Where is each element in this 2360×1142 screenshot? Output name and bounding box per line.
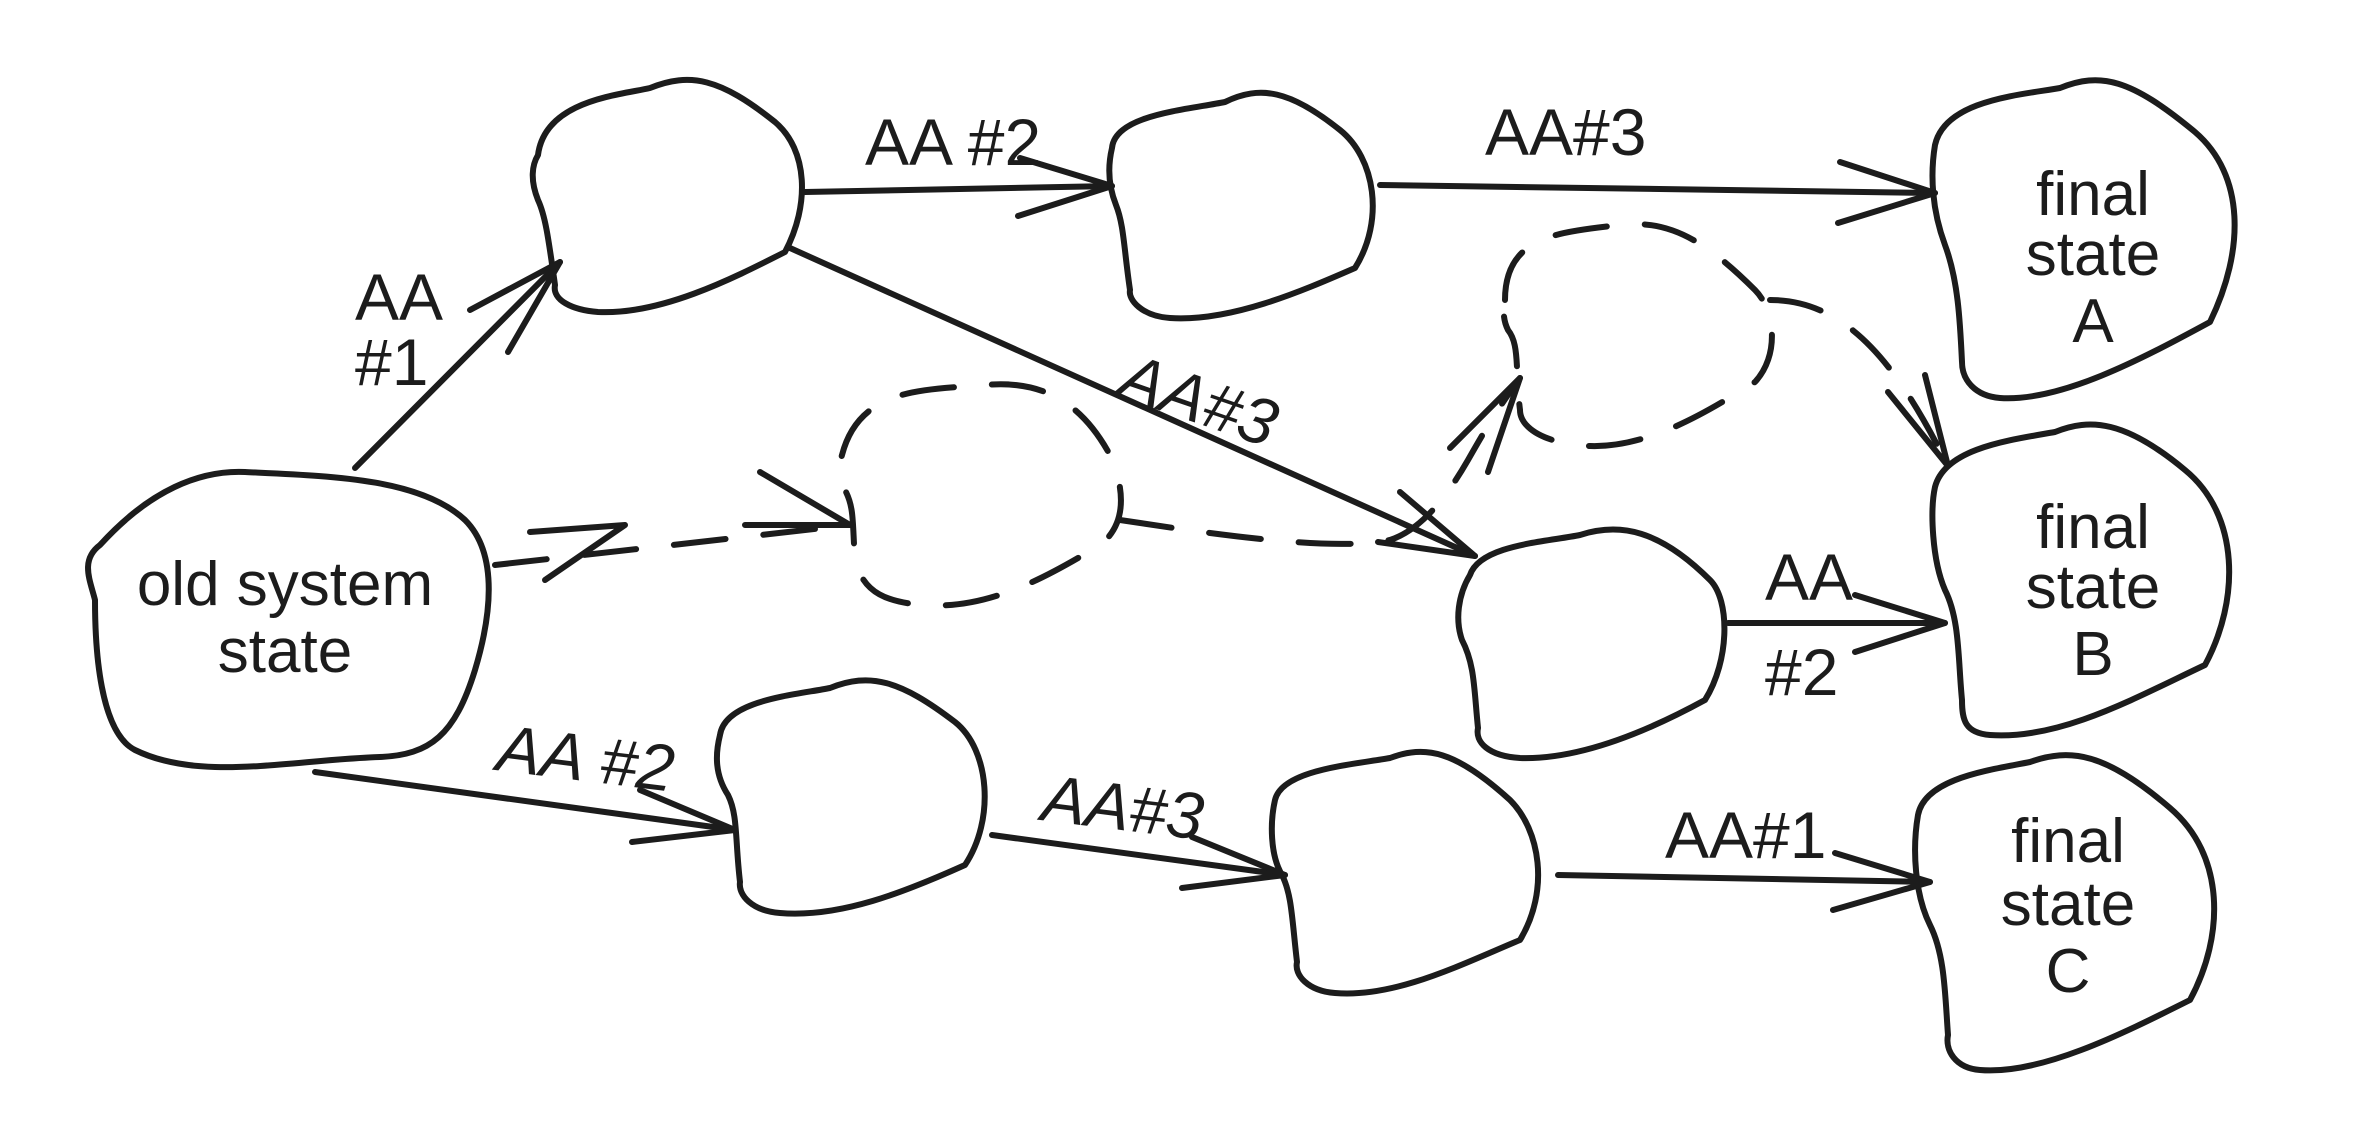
edge-dashed1-to-node3 [1117,517,1393,547]
arrowhead-bottom-aa3 [1179,834,1288,891]
node-text-start-1: old system [137,550,433,619]
edge-top-aa2 [802,183,1115,195]
node-dashed-1 [836,381,1124,609]
node-text-final-c-2: state [2001,870,2135,939]
label-bottom-aa3: AA#3 [1034,760,1208,854]
node-intermediate-1 [529,76,805,316]
arrowhead-finalb [1885,372,1951,469]
arrowhead-right-aa2 [1852,592,1948,655]
arrowhead-dashed-start [527,522,628,583]
arrowhead-bottom-aa2 [629,787,738,845]
arrowhead-dashed1 [742,469,853,528]
label-top-aa3: AA#3 [1485,95,1646,169]
node-text-start-2: state [218,617,352,686]
label-aa1-line2: #1 [355,325,428,399]
edge-bottom-aa1 [1555,872,1933,885]
node-text-final-c-1: final [2011,807,2125,876]
node-text-final-a-2: state [2026,220,2160,289]
node-text-final-a-1: final [2036,160,2150,229]
label-aa1-line1: AA [355,260,443,334]
node-text-final-c-3: C [2046,937,2091,1006]
node-text-final-b-3: B [2072,620,2113,689]
label-diag-aa3: AA#3 [1107,337,1288,461]
edge-top-aa3 [1377,182,1938,196]
node-text-final-b-1: final [2036,493,2150,562]
label-right-aa2-line2: #2 [1765,635,1838,709]
node-dashed-2 [1500,221,1775,450]
arrowhead-top-aa3 [1835,159,1938,226]
arrowhead-aa1 [467,259,563,355]
arrowhead-bottom-aa1 [1830,850,1933,913]
edge-dashed-node3-to-dashed2 [1387,375,1523,543]
edge-bottom-aa2 [312,769,738,833]
node-text-final-a-3: A [2072,287,2114,356]
node-intermediate-3 [1455,526,1728,762]
edge-dashed-start-to-dashed1 [492,522,853,568]
node-intermediate-5 [1268,749,1542,997]
label-bottom-aa2: AA #2 [489,710,678,806]
node-old-system-state [85,468,492,771]
label-right-aa2-line1: AA [1765,540,1853,614]
node-final-state-c [1912,752,2218,1074]
node-final-state-b [1929,421,2233,739]
node-intermediate-4 [713,677,988,917]
edge-dashed2-to-finalb [1767,297,1951,469]
arrowhead-top-aa2 [1015,155,1115,219]
label-bottom-aa1: AA#1 [1665,798,1826,872]
label-top-aa2: AA #2 [865,105,1041,179]
arrowhead-dashed2 [1447,375,1523,475]
edge-aa1-start-to-node1 [352,259,563,471]
arrowhead-diag-aa3 [1375,489,1478,559]
node-text-final-b-2: state [2026,553,2160,622]
node-intermediate-2 [1106,89,1376,322]
edge-diag-aa3 [787,245,1478,559]
edge-bottom-aa3 [989,832,1288,878]
node-final-state-a [1929,77,2238,402]
